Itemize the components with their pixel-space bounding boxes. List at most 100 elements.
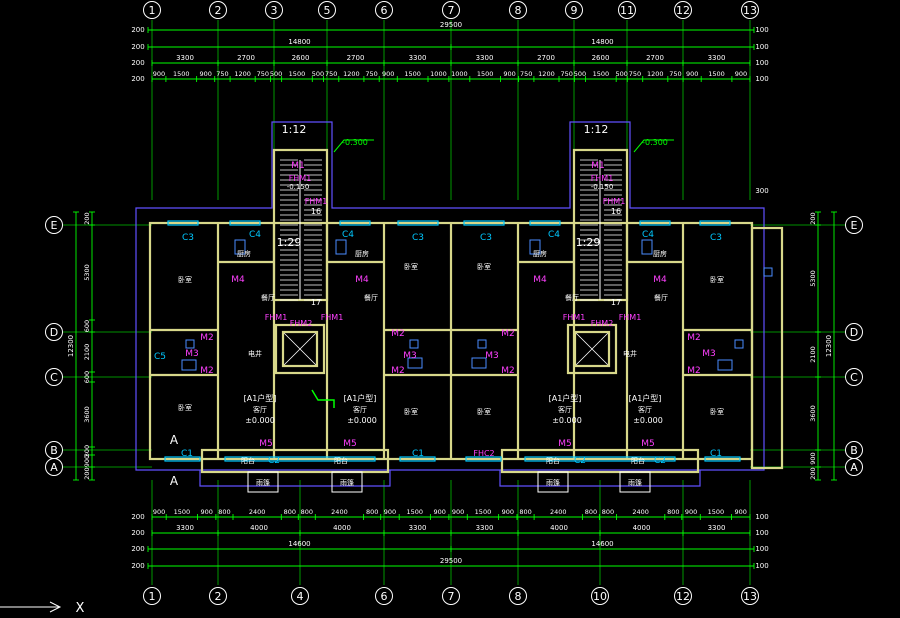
dimension-text: 800 [284,508,296,516]
dimension-text: 200 [83,467,91,479]
dimension-text: 2700 [237,54,255,62]
room-label-unit-type: [A1户型] [344,393,377,403]
axis-label: 8 [515,590,522,603]
room-label-c3: C3 [480,233,492,243]
dimension-text: 3300 [476,54,494,62]
room-label-c2: C2 [268,456,280,466]
room-label-c4: C4 [642,230,654,240]
axis-bubble [375,587,393,605]
room-label-fhm1: FHM1 [321,313,344,322]
dimension-text: 800 [667,508,679,516]
room-label-c4: C4 [342,230,354,240]
dimension-text: 900 [502,508,514,516]
window [465,456,502,462]
room-label-bedroom: 卧室 [477,407,491,416]
dimension-text: 900 [735,508,747,516]
dimension-text: 29500 [440,557,462,565]
axis-label: 12 [676,4,690,17]
dimension-text: 1500 [407,508,424,516]
axis-label: 1 [149,590,156,603]
room-label-bedroom: 卧室 [710,275,724,284]
dimension-text: 100 [755,529,768,537]
axis-label: 11 [620,4,634,17]
room-label-stair-count2: 16 [611,207,621,216]
room-label-m2: M2 [391,366,405,376]
dimension-text: 200 [131,59,144,67]
room-label-c2: C2 [654,456,666,466]
dimension-text: 4000 [333,524,351,532]
room-label-c1: C1 [181,449,193,459]
window [704,456,741,462]
axis-label: A [850,461,858,474]
room-label-bedroom: 卧室 [710,407,724,416]
section-marker [311,389,335,408]
room-label-dining: 餐厅 [654,293,668,302]
room-label-section: A [170,433,179,447]
room-label-fhm2: FHM2 [591,319,614,328]
room-label-c4: C4 [249,230,261,240]
room-label-c3: C3 [412,233,424,243]
elevation-flag [333,139,374,153]
dimension-text: 750 [325,70,337,78]
dimension-text: 3600 [809,405,817,422]
dimension-text: 2100 [809,346,817,363]
axis-label: D [850,326,858,339]
room-label-stair-count2: 16 [311,207,321,216]
room-label-balcony: 阳台 [241,456,255,465]
room-label-bedroom: 卧室 [477,262,491,271]
room-label-m2: M2 [501,329,515,339]
room-label-m1: M1 [591,161,605,171]
room-label-section: A [170,474,179,488]
room-label-canopy: 雨篷 [256,478,270,487]
dimension-text: 200 [83,212,91,224]
axis-label: D [50,326,58,339]
room-label-m3: M3 [485,351,499,361]
dimension-text: 1200 [538,70,555,78]
room-label-c1: C1 [710,449,722,459]
axis-bubble [741,1,759,19]
dimension-text: 1000 [430,70,447,78]
room-label-m4: M4 [355,275,369,285]
window [397,220,439,226]
room-label-fhm1: FHM1 [591,174,614,183]
axis-bubble [509,1,527,19]
room-label-elev-step: -0.150 [591,183,614,191]
axis-label: 12 [676,590,690,603]
dimension-text: 3300 [176,524,194,532]
room-label-m2: M2 [501,366,515,376]
room-label-dining: 餐厅 [565,293,579,302]
axis-bubble [318,1,336,19]
dimension-text: 750 [216,70,228,78]
axis-label: 7 [448,4,455,17]
stairs [280,159,622,301]
room-label-elev-floor: ±0.000 [633,416,663,425]
dimension-text: 100 [755,513,768,521]
room-label-unit-type: [A1户型] [549,393,582,403]
dimension-text: 750 [520,70,532,78]
axis-label: C [850,371,858,384]
axis-bubble [291,587,309,605]
room-label-canopy: 雨篷 [628,478,642,487]
ucs-x-arrow [0,601,62,613]
dimension-text: 900 [83,455,91,467]
bathroom-fixture [734,339,744,349]
dimension-text: 900 [735,70,747,78]
window [463,220,505,226]
dimension-text: 200 [131,43,144,51]
axis-bubble [509,587,527,605]
room-label-dining: 餐厅 [364,293,378,302]
axis-label: E [51,219,58,232]
axis-label: 2 [215,590,222,603]
window [167,220,199,226]
dimension-text: 2700 [347,54,365,62]
dimension-text: 4000 [550,524,568,532]
room-label-unit-type: [A1户型] [629,393,662,403]
axis-label: B [50,444,58,457]
axis-label: 13 [743,590,757,603]
axis-label: 5 [324,4,331,17]
axis-label: 10 [593,590,607,603]
axis-label: C [50,371,58,384]
dimension-text: 750 [669,70,681,78]
axis-label: E [851,219,858,232]
axis-bubble [209,587,227,605]
